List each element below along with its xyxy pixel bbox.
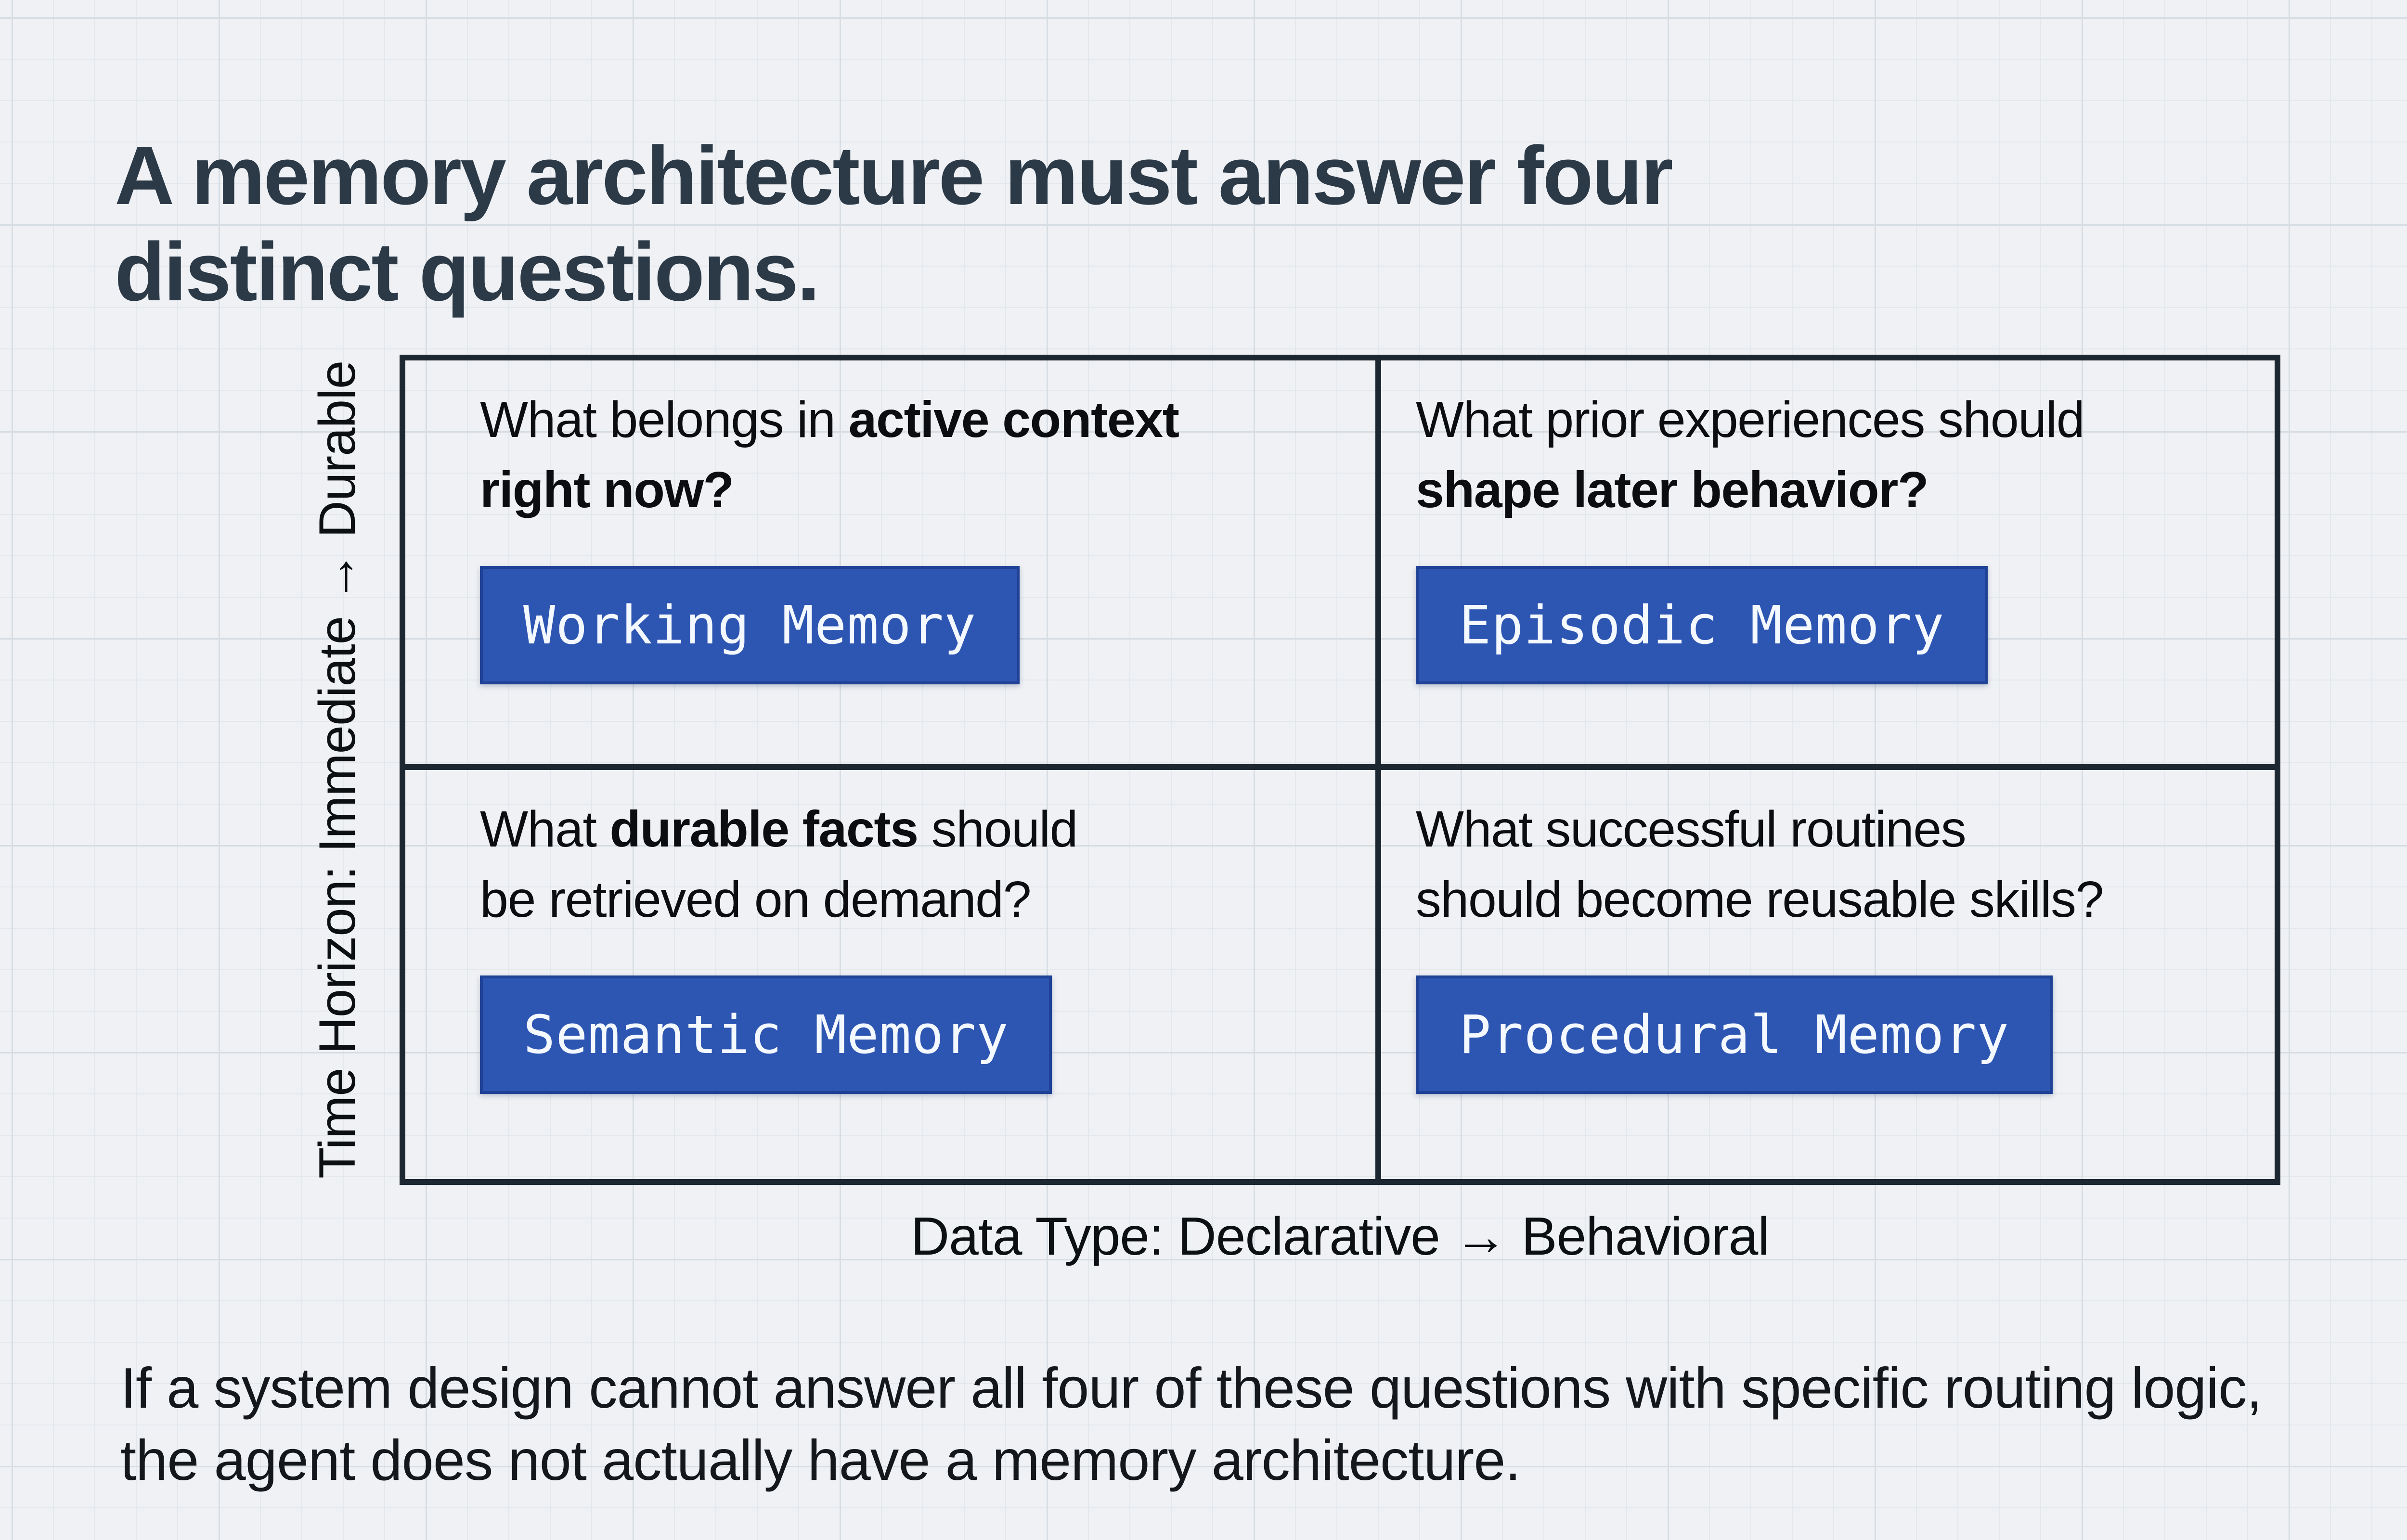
procedural-memory-tag: Procedural Memory [1415,975,2053,1094]
working-memory-tag: Working Memory [480,566,1020,684]
conclusion-text: If a system design cannot answer all fou… [120,1356,2263,1492]
y-axis-label: Time Horizon: Immediate → Durable [308,360,366,1179]
x-axis-label: Data Type: Declarative → Behavioral [910,1206,1770,1266]
semantic-memory-tag: Semantic Memory [480,975,1052,1094]
episodic-memory-tag: Episodic Memory [1415,566,1988,684]
